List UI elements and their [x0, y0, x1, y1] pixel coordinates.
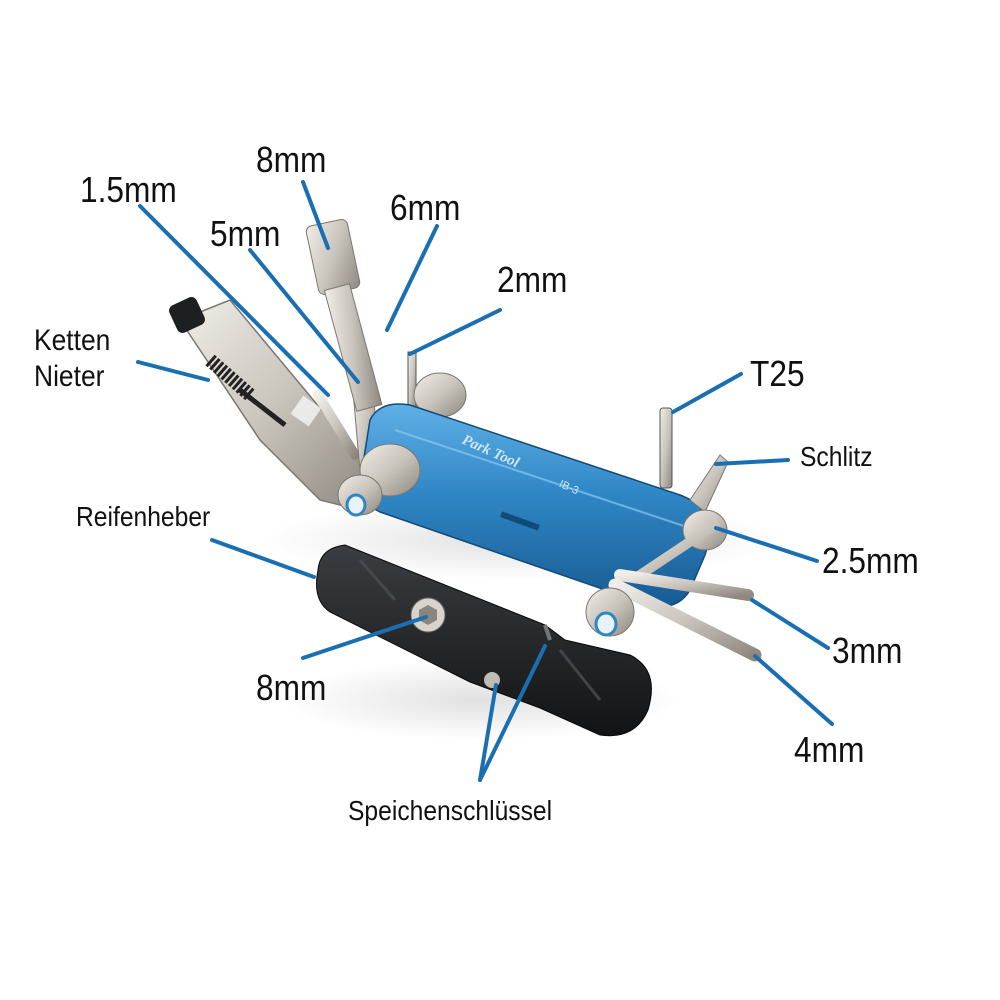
leader-reifenheber: [210, 538, 316, 579]
leader-spoke-1: [478, 683, 498, 782]
leader-1-5mm: [138, 204, 330, 397]
leader-ketten-nieter: [136, 360, 210, 382]
label-hex-3mm: 3mm: [832, 630, 903, 671]
label-hex-4mm: 4mm: [794, 729, 865, 770]
leader-lines: [136, 180, 834, 782]
label-chain-tool-line2: Nieter: [34, 360, 105, 393]
leader-6mm: [385, 224, 439, 332]
label-hex-8mm-top: 8mm: [256, 139, 327, 180]
label-hex-1-5mm: 1.5mm: [80, 169, 177, 210]
label-hex-6mm: 6mm: [390, 187, 461, 228]
label-chain-tool-line1: Ketten: [34, 324, 111, 357]
leader-5mm: [248, 248, 360, 384]
leader-t25: [671, 372, 743, 414]
label-hex-2mm: 2mm: [497, 259, 568, 300]
label-slotted: Schlitz: [800, 441, 873, 472]
label-hex-8mm-lever: 8mm: [256, 667, 327, 708]
label-torx-t25: T25: [750, 353, 805, 394]
chain-tool: [169, 297, 371, 511]
leader-spoke-2: [478, 644, 547, 782]
leader-4mm: [753, 654, 834, 726]
left-pivot: [337, 443, 421, 517]
leader-schlitz: [714, 458, 790, 466]
leader-3mm: [750, 598, 830, 650]
leader-2mm: [408, 308, 502, 356]
label-hex-5mm: 5mm: [210, 213, 281, 254]
leader-8mm-top: [301, 180, 330, 250]
label-spoke-wrench: Speichenschlüssel: [348, 795, 553, 826]
leader-8mm-lever: [301, 615, 428, 660]
right-hex-keys: [585, 407, 762, 662]
label-tire-lever: Reifenheber: [76, 501, 211, 532]
label-hex-2-5mm: 2.5mm: [822, 540, 919, 581]
leader-2-5mm: [714, 526, 819, 563]
tire-lever: [316, 544, 652, 737]
